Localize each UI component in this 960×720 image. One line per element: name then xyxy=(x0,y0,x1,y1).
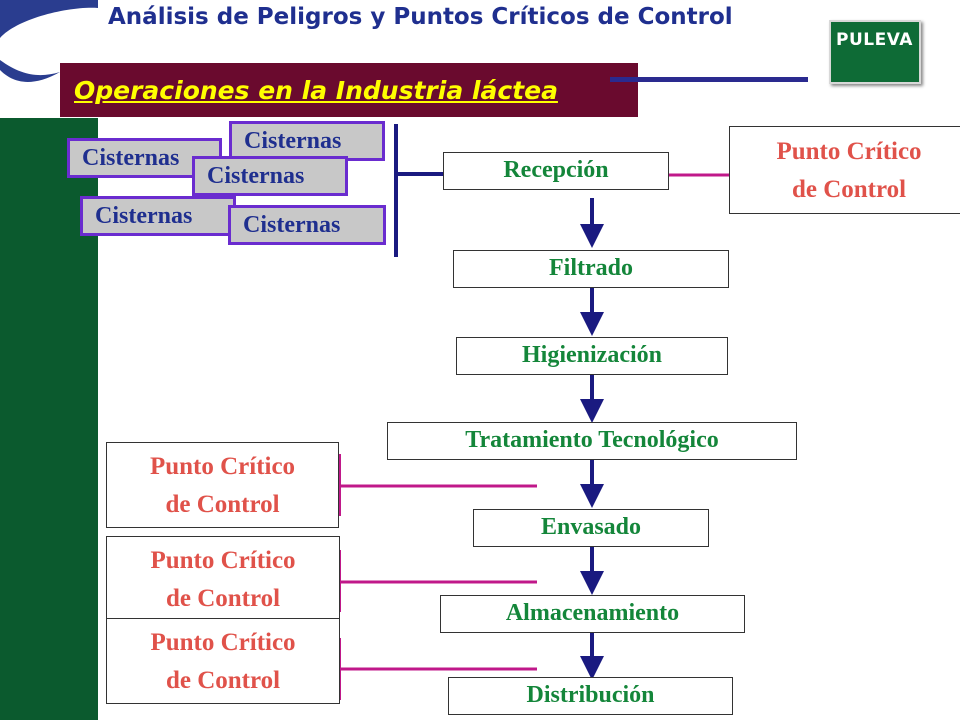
step-box: Recepción xyxy=(443,152,669,190)
critical-point-box: Punto Crítico de Control xyxy=(106,536,340,620)
step-box: Higienización xyxy=(456,337,728,375)
page-title: Análisis de Peligros y Puntos Críticos d… xyxy=(108,4,733,30)
header-rule xyxy=(610,77,808,82)
tank-box: Cisternas xyxy=(228,205,386,245)
step-box: Envasado xyxy=(473,509,709,547)
critical-point-line2: de Control xyxy=(791,176,907,203)
sidebar-band xyxy=(0,0,98,720)
logo-text: PULEVA xyxy=(836,30,913,50)
tank-box: Cisternas xyxy=(192,156,348,196)
critical-point-line2: de Control xyxy=(165,491,280,518)
subtitle-band xyxy=(60,63,638,117)
subtitle: Operaciones en la Industria láctea xyxy=(74,76,558,105)
critical-point-line1: Punto Crítico xyxy=(150,629,296,656)
critical-point-box: Punto Crítico de Control xyxy=(106,442,339,528)
step-box: Almacenamiento xyxy=(440,595,745,633)
critical-point-line2: de Control xyxy=(165,585,281,612)
critical-point-line2: de Control xyxy=(165,667,281,694)
logo xyxy=(829,20,921,84)
critical-point-box: Punto Crítico de Control xyxy=(729,126,960,214)
critical-point-line1: Punto Crítico xyxy=(150,547,296,574)
step-box: Filtrado xyxy=(453,250,729,288)
step-box: Distribución xyxy=(448,677,733,715)
critical-point-line1: Punto Crítico xyxy=(149,453,296,480)
critical-point-line1: Punto Crítico xyxy=(776,138,922,165)
step-box: Tratamiento Tecnológico xyxy=(387,422,797,460)
critical-point-box: Punto Crítico de Control xyxy=(106,618,340,704)
tank-box: Cisternas xyxy=(80,196,236,236)
swoosh-graphic xyxy=(0,0,98,82)
